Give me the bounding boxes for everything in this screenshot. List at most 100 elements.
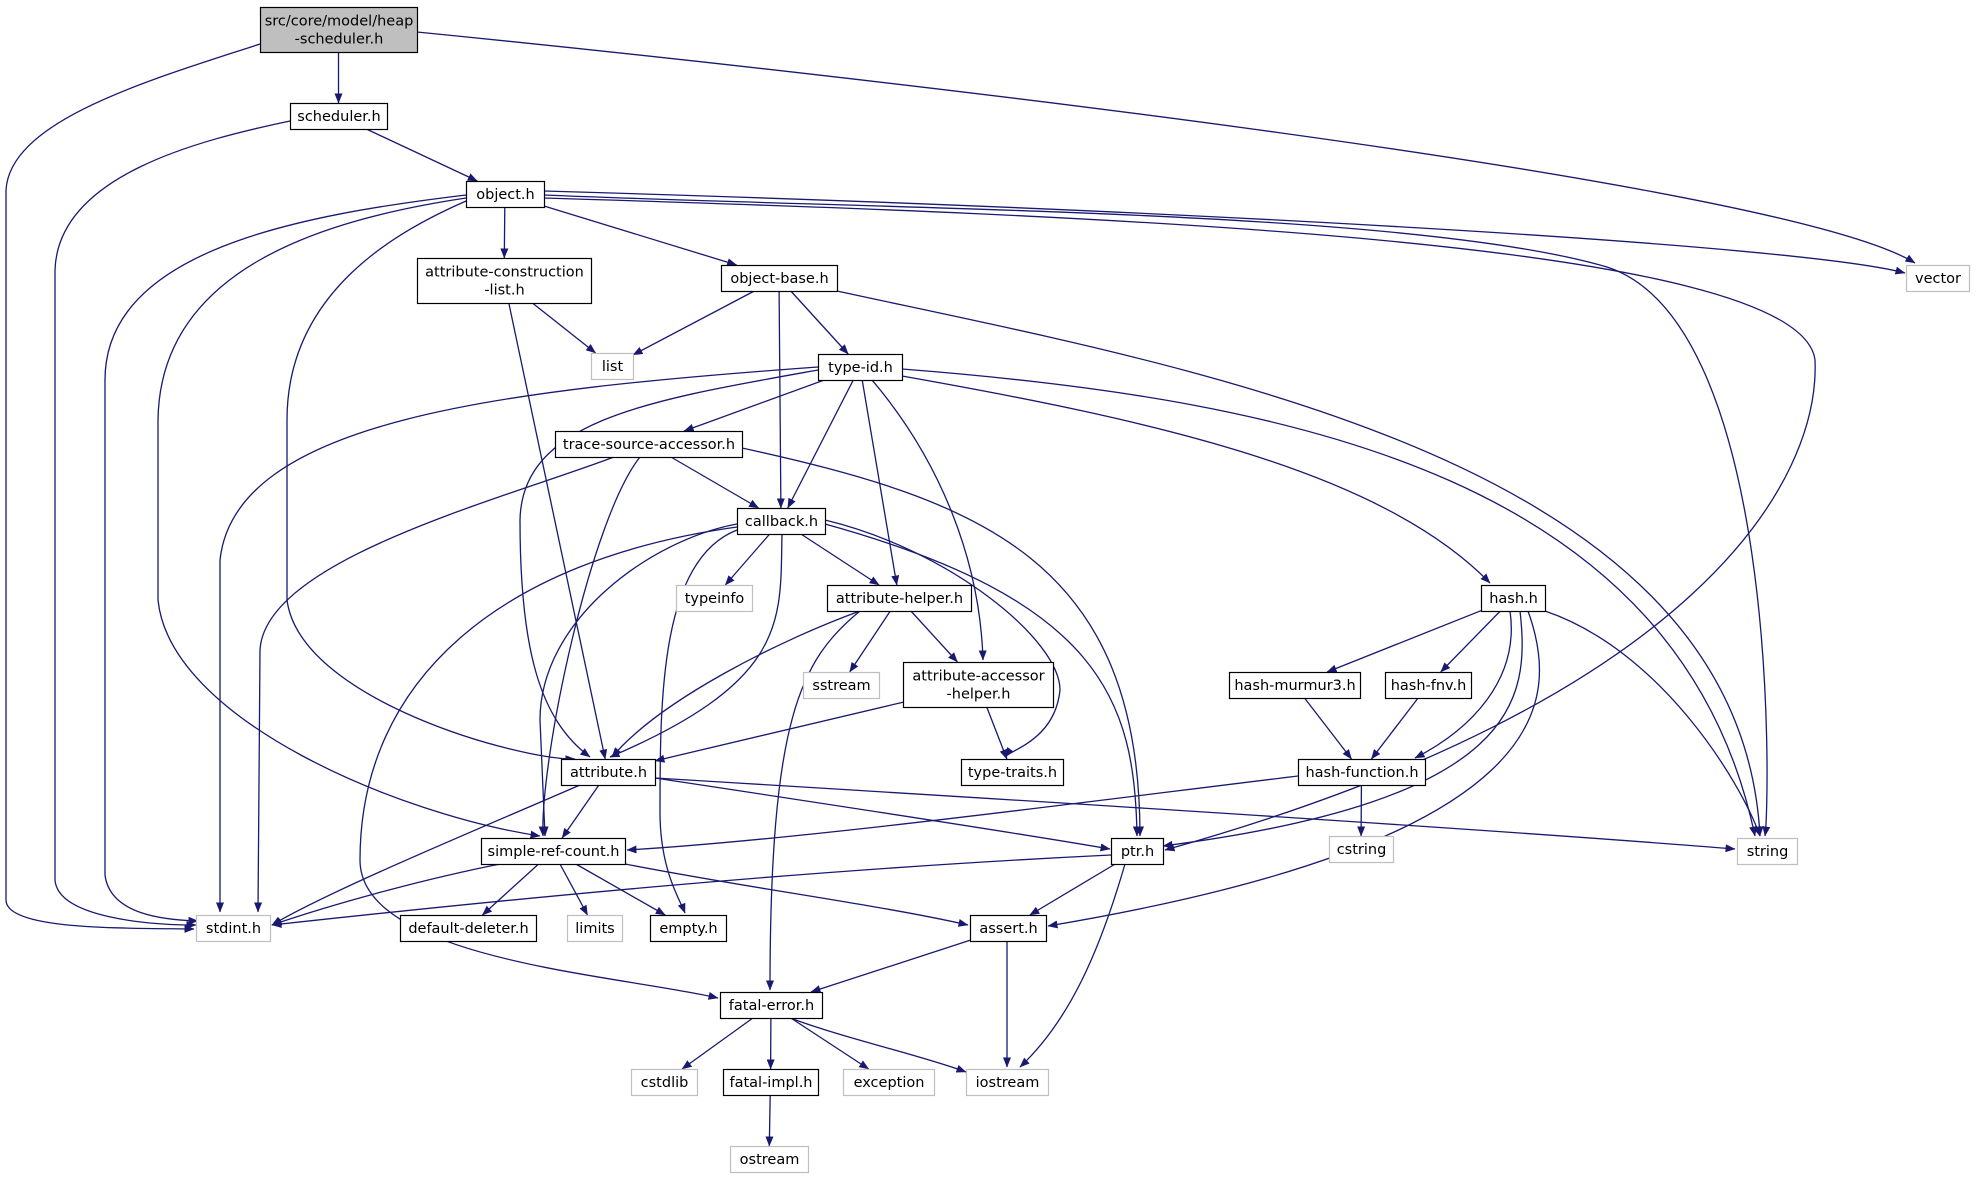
node-label: limits — [575, 921, 614, 937]
node-typeinfo: typeinfo — [675, 584, 754, 613]
node-label: attribute-construction — [425, 265, 584, 281]
node-label: attribute-helper.h — [836, 591, 963, 607]
node-box — [675, 584, 754, 613]
node-root: src/core/model/heap -scheduler.h — [259, 6, 419, 54]
edge-object-to-attr-cons — [500, 206, 509, 259]
edge-hash-to-hash-func — [1414, 610, 1512, 759]
edge-attribute-to-stdint — [271, 784, 581, 926]
node-empty[interactable]: empty.h — [649, 914, 728, 943]
edge-fatal-impl-to-ostream — [765, 1094, 774, 1147]
node-simple-ref[interactable]: simple-ref-count.h — [480, 837, 627, 866]
node-box — [399, 914, 538, 943]
node-box — [729, 1145, 810, 1174]
edge-type-id-to-string — [901, 368, 1757, 837]
edge-simple-ref-to-assert — [624, 863, 969, 927]
node-box — [195, 914, 272, 943]
edge-hash-to-ptr — [1162, 610, 1523, 849]
edge-attr-helper-to-fatal-error — [766, 610, 861, 991]
node-box — [630, 1068, 699, 1097]
node-attr-cons[interactable]: attribute-construction-list.h — [416, 257, 593, 305]
edge-hash-func-to-simple-ref — [626, 775, 1299, 854]
edge-object-to-vector — [543, 190, 1906, 275]
node-ptr[interactable]: ptr.h — [1110, 837, 1165, 866]
node-attr-helper[interactable]: attribute-helper.h — [826, 584, 973, 613]
node-label: hash-murmur3.h — [1234, 678, 1355, 694]
node-assert[interactable]: assert.h — [969, 914, 1048, 943]
edge-attribute-to-simple-ref — [561, 784, 600, 839]
node-attr-acc[interactable]: attribute-accessor-helper.h — [902, 661, 1055, 709]
node-object-base[interactable]: object-base.h — [720, 264, 839, 293]
node-label: simple-ref-count.h — [488, 844, 620, 860]
node-label: attribute.h — [570, 765, 647, 781]
node-box — [1328, 835, 1395, 864]
node-hash-fnv[interactable]: hash-fnv.h — [1384, 671, 1473, 700]
node-default-del[interactable]: default-deleter.h — [399, 914, 538, 943]
edge-attr-helper-to-sstream — [849, 610, 891, 673]
edge-callback-to-simple-ref — [539, 523, 738, 837]
edge-type-id-to-attribute — [519, 369, 819, 758]
node-box — [1110, 837, 1165, 866]
node-box — [465, 180, 546, 209]
edge-trace-src-to-callback — [670, 456, 760, 509]
edge-simple-ref-to-limits — [559, 863, 589, 916]
node-hash-murmur[interactable]: hash-murmur3.h — [1228, 671, 1362, 700]
node-box — [1297, 758, 1427, 787]
edge-object-base-to-list — [632, 290, 755, 356]
node-label: typeinfo — [685, 591, 745, 607]
edge-ptr-to-assert — [1029, 863, 1116, 916]
edge-attr-cons-to-list — [531, 302, 597, 354]
node-box — [902, 661, 1055, 709]
node-box — [736, 507, 827, 536]
node-label: default-deleter.h — [408, 921, 528, 937]
node-sstream: sstream — [802, 671, 881, 700]
node-iostream: iostream — [965, 1068, 1050, 1097]
edge-type-id-to-trace-src — [683, 379, 825, 432]
node-label: assert.h — [979, 921, 1037, 937]
edge-attr-helper-to-attr-acc — [910, 610, 958, 663]
node-type-traits[interactable]: type-traits.h — [960, 758, 1065, 787]
edge-object-base-to-string — [836, 290, 1764, 837]
edge-type-id-to-attr-acc — [871, 379, 987, 661]
node-box — [554, 430, 744, 459]
node-label: type-traits.h — [968, 765, 1057, 781]
edge-type-id-to-attr-helper — [861, 379, 900, 586]
node-trace-src[interactable]: trace-source-accessor.h — [554, 430, 744, 459]
node-label: -scheduler.h — [295, 32, 384, 48]
node-fatal-error[interactable]: fatal-error.h — [719, 991, 824, 1020]
node-label: cstring — [1337, 842, 1387, 858]
edge-trace-src-to-stdint — [254, 456, 615, 913]
edge-type-id-to-callback — [787, 379, 854, 509]
edge-assert-to-fatal-error — [810, 939, 971, 993]
node-type-id[interactable]: type-id.h — [817, 353, 904, 382]
edge-callback-to-typeinfo — [724, 533, 771, 586]
edge-object-base-to-callback — [776, 290, 785, 509]
node-list: list — [590, 352, 635, 381]
node-hash[interactable]: hash.h — [1480, 584, 1547, 613]
node-label: hash-function.h — [1305, 765, 1418, 781]
edge-attr-acc-to-type-traits — [986, 706, 1008, 760]
edge-callback-to-attr-helper — [800, 533, 880, 586]
node-object[interactable]: object.h — [465, 180, 546, 209]
edge-object-to-string — [543, 194, 1771, 837]
node-box — [560, 758, 657, 787]
node-label: type-id.h — [828, 360, 893, 376]
node-label: attribute-accessor — [912, 669, 1044, 685]
node-string: string — [1736, 837, 1799, 866]
edge-simple-ref-to-stdint — [271, 863, 501, 926]
node-scheduler[interactable]: scheduler.h — [289, 102, 389, 131]
node-label: iostream — [976, 1075, 1040, 1091]
node-label: list — [602, 359, 624, 375]
node-box — [960, 758, 1065, 787]
node-hash-func[interactable]: hash-function.h — [1297, 758, 1427, 787]
node-callback[interactable]: callback.h — [736, 507, 827, 536]
edge-fatal-error-to-cstdlib — [681, 1017, 754, 1070]
node-label: string — [1747, 844, 1789, 860]
node-label: fatal-impl.h — [729, 1075, 812, 1091]
edge-object-base-to-type-id — [790, 290, 849, 355]
edge-hash-murmur-to-hash-func — [1303, 697, 1353, 760]
node-label: sstream — [812, 678, 870, 694]
node-attribute[interactable]: attribute.h — [560, 758, 657, 787]
node-label: src/core/model/heap — [265, 14, 414, 30]
node-box — [590, 352, 635, 381]
node-fatal-impl[interactable]: fatal-impl.h — [722, 1068, 820, 1097]
